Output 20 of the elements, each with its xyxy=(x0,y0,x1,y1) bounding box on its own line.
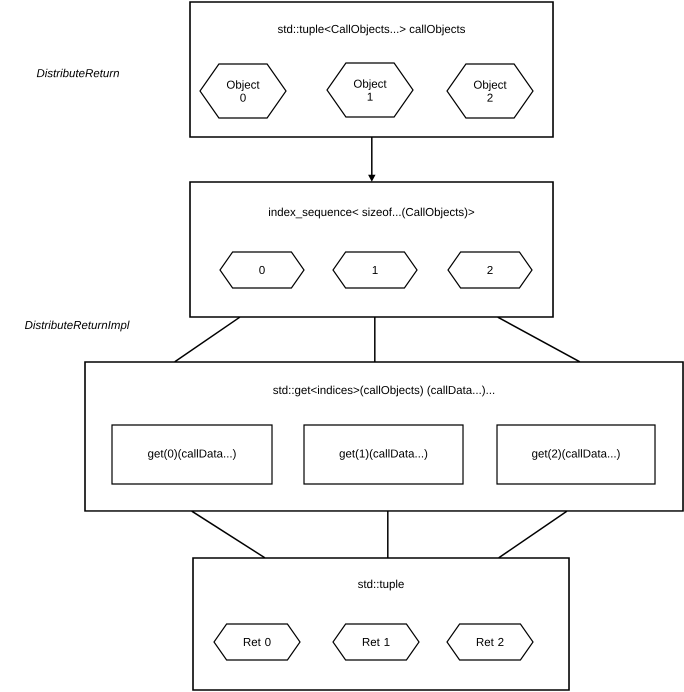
connector-line xyxy=(497,316,580,362)
process-box: get(0)(callData...) xyxy=(111,424,273,485)
process-box: get(2)(callData...) xyxy=(496,424,656,485)
connector-line xyxy=(498,510,568,558)
hexagon-box: 1 xyxy=(332,251,418,289)
connector-line xyxy=(191,510,266,558)
hexagon-box: Object 0 xyxy=(199,63,287,119)
hexagon-box: Object 1 xyxy=(326,62,414,118)
connector-line xyxy=(174,316,240,362)
hexagon-box: 2 xyxy=(447,251,533,289)
process-box: get(1)(callData...) xyxy=(303,424,464,485)
connector-line xyxy=(374,317,376,362)
function-name: DistributeReturn xyxy=(36,68,119,78)
hexagon-box: 0 xyxy=(219,251,305,289)
hexagon-box: Object 2 xyxy=(446,63,534,119)
function-name: DistributeReturnImpl xyxy=(24,320,130,332)
hexagon-box: Ret 0 xyxy=(213,623,301,661)
connector-line xyxy=(387,511,389,558)
hexagon-box: Ret 2 xyxy=(446,623,534,661)
hexagon-box: Ret 1 xyxy=(332,623,420,661)
